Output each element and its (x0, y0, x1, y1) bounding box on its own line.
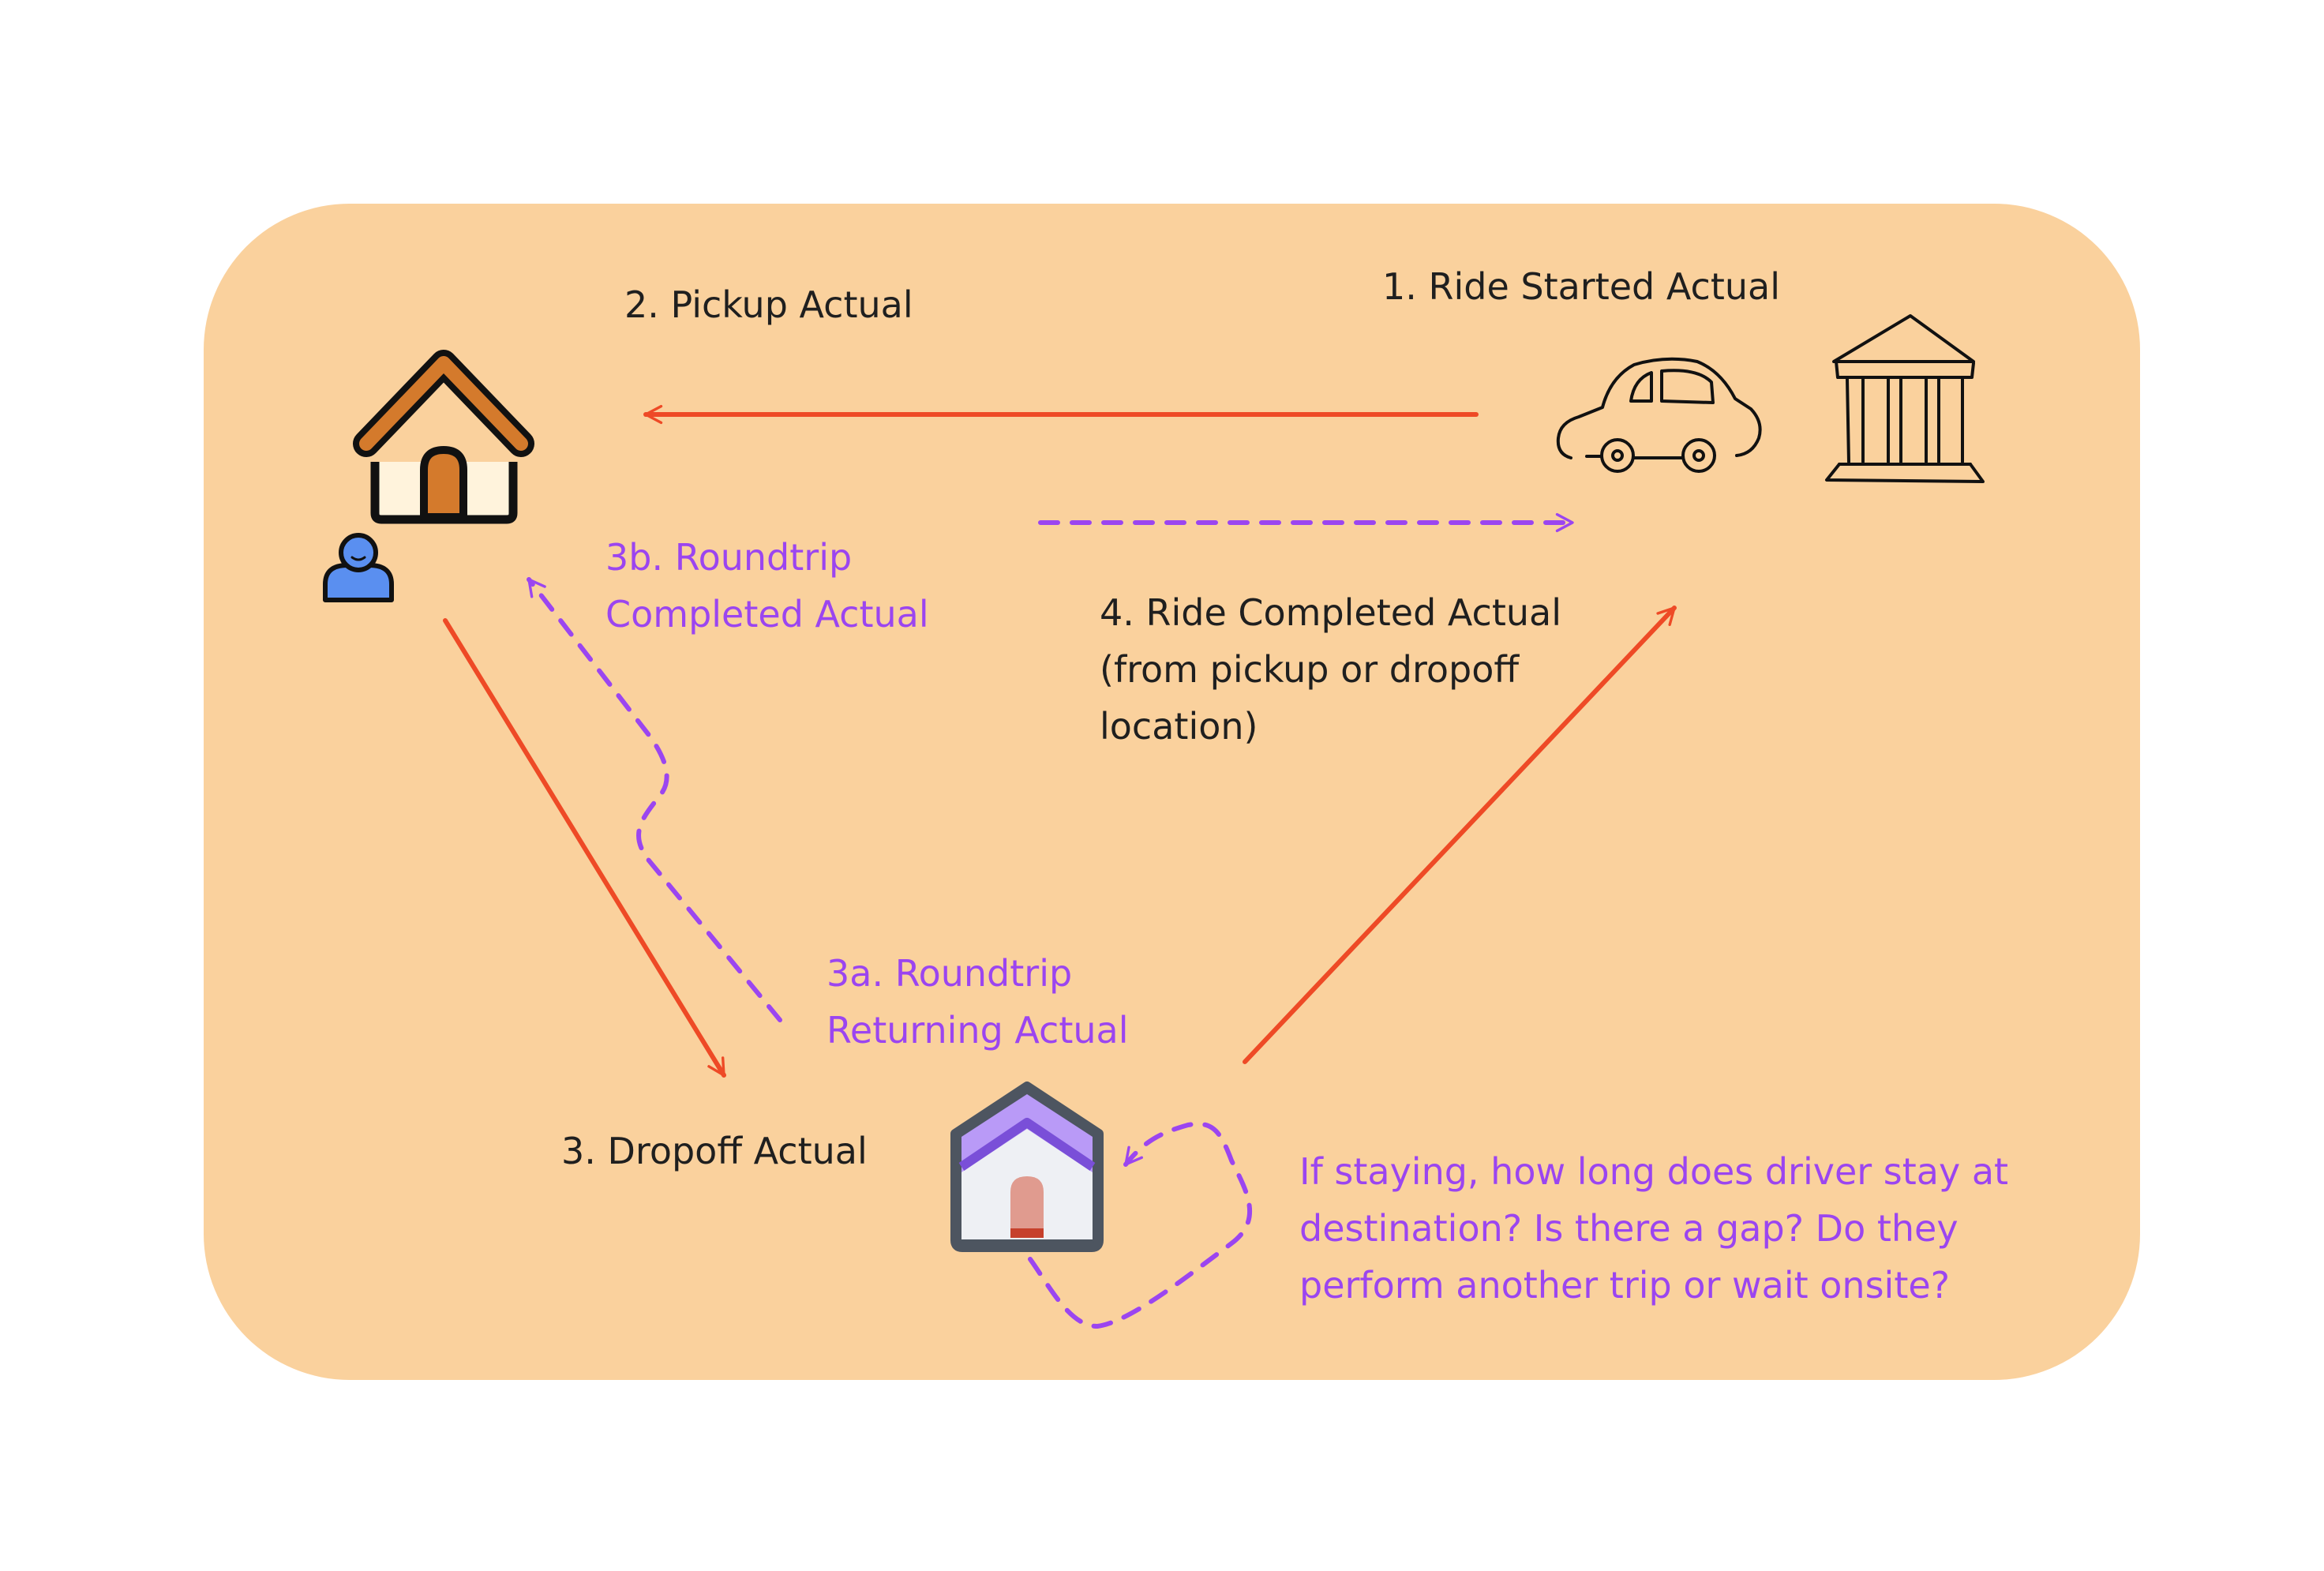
car-icon (1556, 357, 1762, 473)
label-staying-question: If staying, how long does driver stay at… (1299, 1150, 2009, 1307)
label-ride-started: 1. Ride Started Actual (1382, 265, 1780, 308)
arrow-staying-loop-dashed (1028, 1121, 1253, 1329)
arrows (443, 404, 1677, 1329)
label-ride-completed: 4. Ride Completed Actual (from pickup or… (1100, 591, 1561, 748)
label-dropoff: 3. Dropoff Actual (561, 1130, 868, 1172)
courthouse-icon (1825, 314, 1985, 483)
label-pickup: 2. Pickup Actual (624, 283, 913, 326)
destination-house-icon (950, 1082, 1104, 1252)
person-icon (323, 533, 394, 602)
label-roundtrip-returning: 3a. Roundtrip Returning Actual (827, 952, 1129, 1052)
arrow-dropoff-to-ride-completed (1243, 606, 1677, 1064)
house-icon (353, 350, 534, 524)
label-roundtrip-completed: 3b. Roundtrip Completed Actual (605, 536, 929, 636)
diagram-panel (204, 204, 2140, 1380)
arrow-pickup-to-dropoff (443, 618, 726, 1078)
arrow-roundtrip-completed-dashed (527, 577, 782, 1022)
